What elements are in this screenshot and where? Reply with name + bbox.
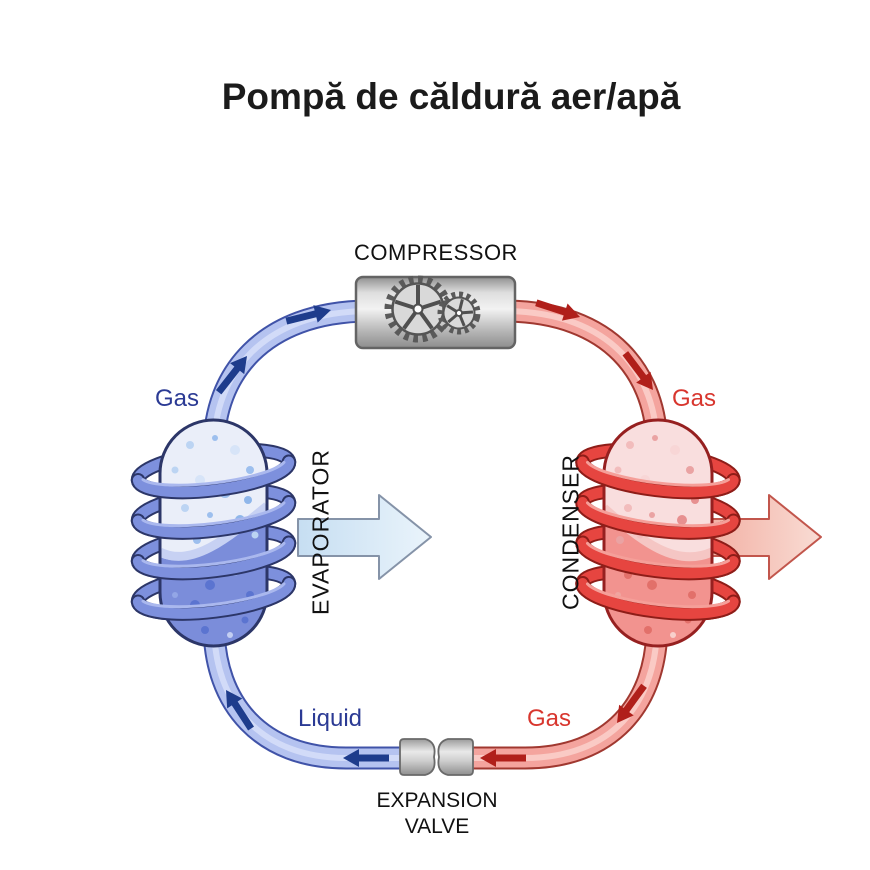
liquid-label-valve-outlet: Liquid (297, 705, 363, 732)
compressor-gear-small (437, 291, 481, 335)
pipe-condenser-to-valve (468, 624, 669, 770)
expansion-valve-label: EXPANSION VALVE (376, 789, 498, 839)
expansion-valve-body (399, 738, 474, 776)
evaporator-label: EVAPORATOR (307, 449, 334, 615)
condenser-label: CONDENSER (557, 454, 584, 610)
page-title: Pompă de căldură aer/apă (221, 76, 681, 117)
heat-absorbed-arrow (297, 494, 432, 580)
evaporator-coil-front (130, 454, 297, 621)
gas-label-evaporator-outlet: Gas (154, 385, 200, 412)
gas-label-compressor-outlet: Gas (671, 385, 717, 412)
compressor-body (354, 275, 517, 350)
compressor-gear-large (384, 275, 452, 343)
pipe-valve-to-evaporator (202, 624, 405, 770)
compressor-label: COMPRESSOR (354, 240, 518, 265)
condenser-coil-front (575, 454, 741, 621)
gas-label-condenser-outlet: Gas (526, 705, 572, 732)
